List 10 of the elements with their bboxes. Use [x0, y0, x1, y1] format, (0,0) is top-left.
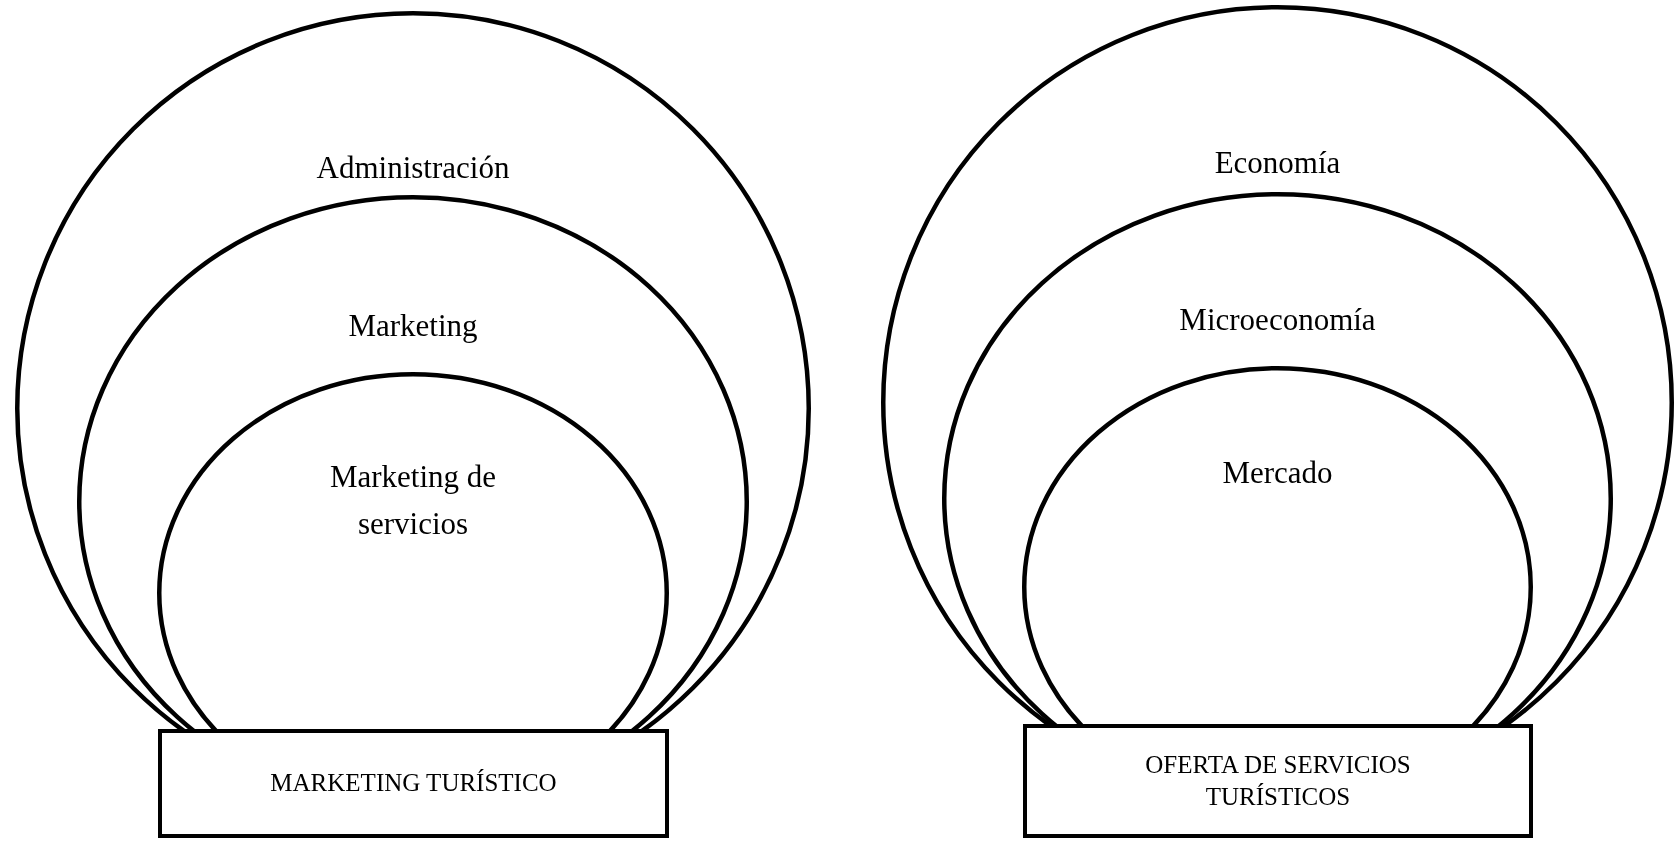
- base-box: [1023, 724, 1533, 838]
- circle-label: Microeconomía: [1178, 301, 1377, 339]
- circle-label: Marketing: [347, 307, 479, 345]
- circle-label: Economía: [1213, 144, 1342, 182]
- circle-label: MARKETING TURÍSTICO: [269, 768, 558, 799]
- circle-label: Marketing de servicios: [328, 458, 498, 543]
- circle-label: Administración: [315, 149, 511, 187]
- circle-label: OFERTA DE SERVICIOS TURÍSTICOS: [1144, 749, 1412, 812]
- base-box: [158, 729, 669, 838]
- circle-label: Mercado: [1221, 454, 1334, 492]
